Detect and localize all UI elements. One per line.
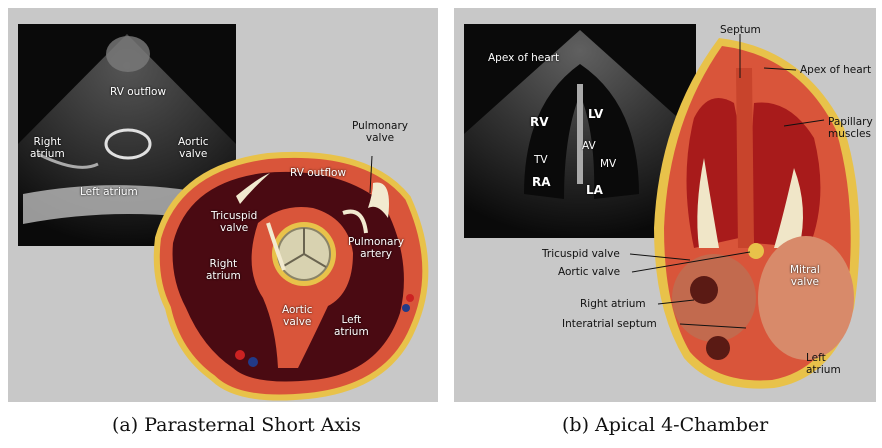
heart-cross-section <box>8 8 438 402</box>
caption-a: (a) Parasternal Short Axis <box>112 414 361 436</box>
label-aortic-valve: Aortic valve <box>282 304 313 328</box>
label-left-atrium: Left atrium <box>806 352 841 376</box>
label-septum: Septum <box>720 24 761 36</box>
label-mitral-valve: Mitral valve <box>790 264 820 288</box>
label-rv-outflow: RV outflow <box>290 167 346 179</box>
label-papillary-muscles: Papillary muscles <box>828 116 873 140</box>
label-right-atrium: Right atrium <box>580 298 646 310</box>
panel-apical-4-chamber: Apex of heart RV LV AV TV MV RA LA <box>454 8 876 402</box>
label-apex: Apex of heart <box>800 64 871 76</box>
label-left-atrium: Left atrium <box>334 314 369 338</box>
label-interatrial-septum: Interatrial septum <box>562 318 657 330</box>
label-tricuspid-valve: Tricuspid valve <box>211 210 257 234</box>
panel-parasternal-short-axis: RV outflow Right atrium Aortic valve Lef… <box>8 8 438 402</box>
caption-b: (b) Apical 4-Chamber <box>562 414 768 436</box>
label-pulmonary-valve: Pulmonary valve <box>352 120 408 144</box>
label-aortic-valve: Aortic valve <box>558 266 620 278</box>
label-pulmonary-artery: Pulmonary artery <box>348 236 404 260</box>
label-right-atrium: Right atrium <box>206 258 241 282</box>
label-tricuspid-valve: Tricuspid valve <box>542 248 620 260</box>
